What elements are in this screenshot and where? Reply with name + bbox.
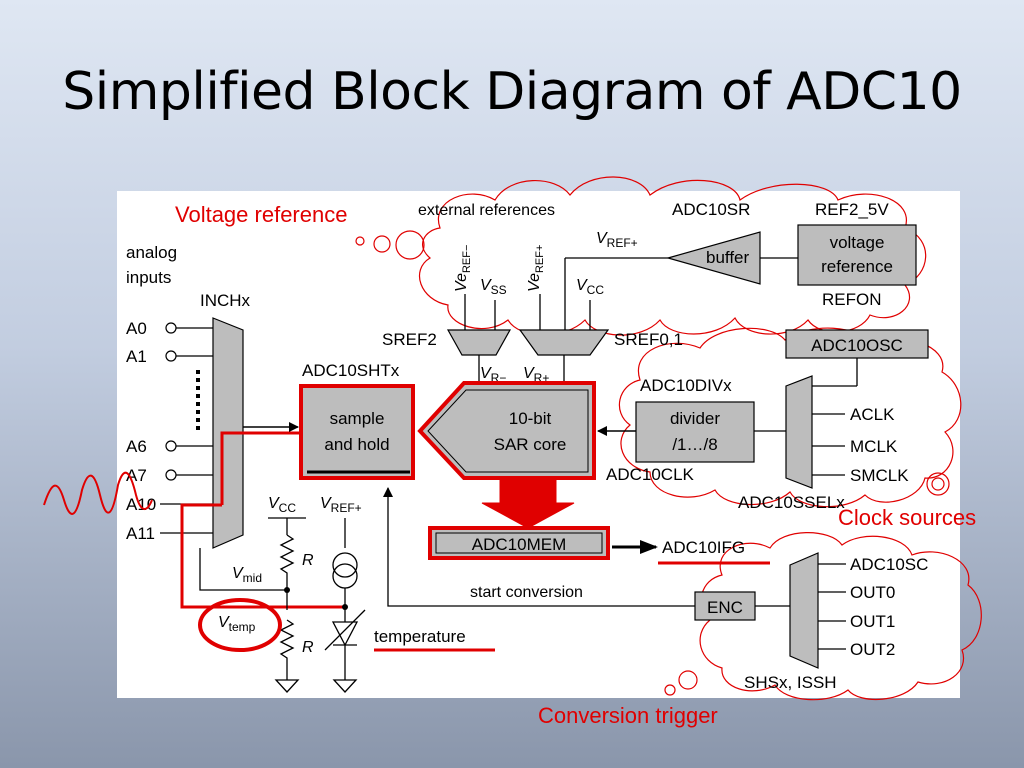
sar-10bit-label: 10-bit — [509, 409, 552, 428]
veref-minus-label: VeREF− — [453, 245, 473, 292]
divider-label: divider — [670, 409, 720, 428]
inchx-label: INCHx — [200, 291, 251, 310]
vmid-label: Vmid — [232, 565, 262, 585]
divider-block — [635, 401, 755, 463]
vss-label: VSS — [480, 277, 507, 297]
sref2-mux — [446, 329, 512, 356]
mclk-label: MCLK — [850, 437, 898, 456]
signal-path-highlight — [180, 431, 345, 609]
annotation-conversion-trigger: Conversion trigger — [538, 703, 718, 728]
svg-text:VeREF+: VeREF+ — [526, 245, 546, 292]
buffer-triangle — [665, 231, 761, 285]
out0-label: OUT0 — [850, 583, 895, 602]
buffer-label: buffer — [706, 248, 750, 267]
analog-label: analog — [126, 243, 177, 262]
pin-a11-label: A11 — [126, 524, 155, 543]
sample-hold-block — [299, 384, 415, 480]
adc10divx-label: ADC10DIVx — [640, 376, 732, 395]
ground-symbol-right — [332, 679, 358, 693]
reference-label: reference — [821, 257, 893, 276]
temperature-label: temperature — [374, 627, 466, 646]
sref01-mux — [518, 329, 610, 356]
sar-to-mem-arrow — [481, 477, 575, 529]
annotation-voltage-reference: Voltage reference — [175, 202, 347, 227]
slide-title: Simplified Block Diagram of ADC10 — [62, 62, 962, 122]
pin-a1-label: A1 — [126, 347, 147, 366]
vref-plus-bottom-label: VREF+ — [320, 495, 362, 515]
smclk-label: SMCLK — [850, 466, 909, 485]
divider-ratio-label: /1…/8 — [672, 435, 717, 454]
shsx-issh-label: SHSx, ISSH — [744, 673, 837, 692]
vcc-top-label: VCC — [576, 277, 604, 297]
cloud-conversion-trigger — [664, 532, 982, 701]
aclk-label: ACLK — [850, 405, 895, 424]
sref2-label: SREF2 — [382, 330, 437, 349]
annotation-clock-sources: Clock sources — [838, 505, 976, 530]
start-conversion-label: start conversion — [470, 584, 583, 601]
and-hold-label: and hold — [324, 435, 389, 454]
voltage-label: voltage — [830, 233, 885, 252]
adc10osc-block — [785, 329, 929, 359]
cloud-voltage-reference — [355, 176, 927, 336]
clock-select-mux — [785, 375, 813, 489]
adc10ifg-label: ADC10IFG — [662, 538, 745, 557]
sref01-label: SREF0,1 — [614, 330, 683, 349]
out1-label: OUT1 — [850, 612, 895, 631]
adc10sselx-label: ADC10SSELx — [738, 493, 845, 512]
trigger-select-mux — [789, 552, 819, 669]
svg-text:VeREF−: VeREF− — [453, 245, 473, 292]
vtemp-label: Vtemp — [218, 614, 256, 634]
vref-plus-top-label: VREF+ — [596, 230, 638, 250]
adc10mem-label: ADC10MEM — [472, 535, 566, 554]
voltage-reference-block — [797, 224, 917, 286]
enc-label: ENC — [707, 598, 743, 617]
resistor-bottom — [279, 619, 295, 676]
cloud-clock-sources — [618, 327, 962, 508]
adc10osc-label: ADC10OSC — [811, 336, 903, 355]
resistor-top — [279, 534, 295, 590]
ref2-5v-label: REF2_5V — [815, 200, 889, 219]
refon-label: REFON — [822, 290, 882, 309]
resistor-bottom-label: R — [302, 639, 314, 656]
external-references-label: external references — [418, 202, 555, 219]
enc-block — [694, 591, 756, 621]
sar-core-block — [417, 381, 596, 480]
pin-a10-label: A10 — [126, 495, 156, 514]
pin-a0-label: A0 — [126, 319, 147, 338]
inputs-label: inputs — [126, 268, 171, 287]
resistor-top-label: R — [302, 552, 314, 569]
out2-label: OUT2 — [850, 640, 895, 659]
adc10sr-label: ADC10SR — [672, 200, 750, 219]
vcc-bottom-label: VCC — [268, 495, 296, 515]
sample-label: sample — [330, 409, 385, 428]
veref-plus-label: VeREF+ — [526, 245, 546, 292]
adc10sc-label: ADC10SC — [850, 555, 928, 574]
analog-input-pins: A0 A1 A6 A7 A10 A11 — [126, 319, 213, 543]
pin-a6-label: A6 — [126, 437, 147, 456]
analog-signal-squiggle — [43, 471, 153, 515]
adc10shtx-label: ADC10SHTx — [302, 361, 400, 380]
vtemp-highlight-circle — [198, 598, 282, 652]
adc10clk-label: ADC10CLK — [606, 465, 695, 484]
sar-core-label: SAR core — [494, 435, 567, 454]
